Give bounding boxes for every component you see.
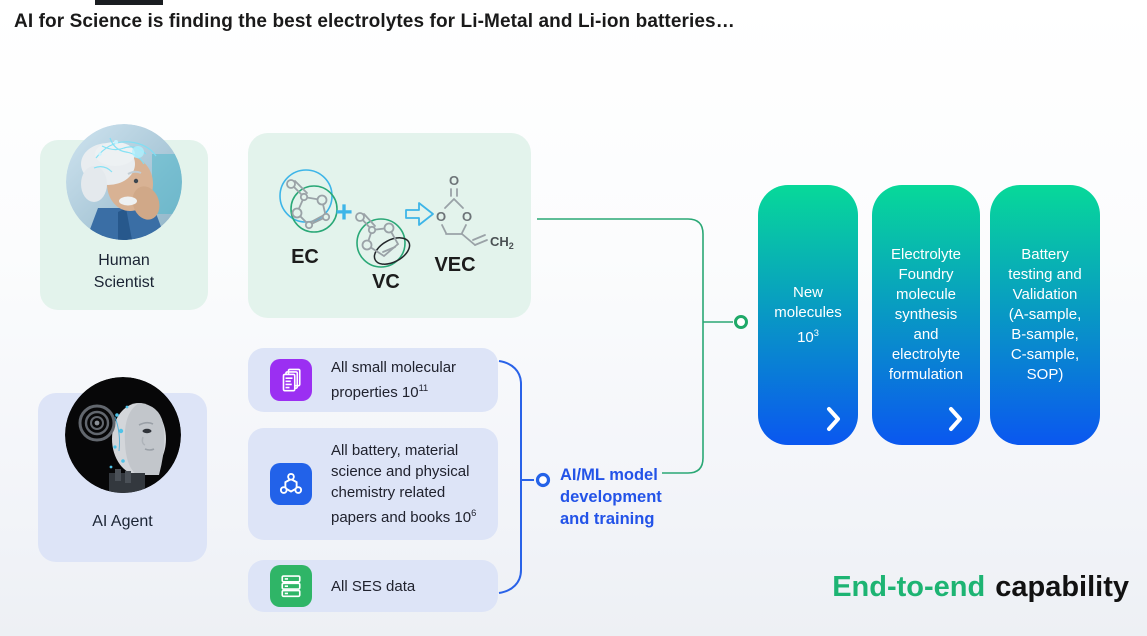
end-to-end-capability-caption: End-to-end capability [832,571,1129,604]
green-connector-path [537,218,704,474]
chevron-right-icon [827,407,840,431]
blue-node-circle [535,472,551,488]
ch2-label: CH2 [490,234,514,251]
ai-agent-illustration [64,377,181,493]
slide-title: AI for Science is finding the best elect… [14,11,735,32]
pipeline-card-electrolyte-foundry: Electrolyte Foundry molecule synthesis a… [872,185,980,445]
pipeline-card-text: Electrolyte Foundry molecule synthesis a… [888,246,964,383]
svg-text:O: O [436,209,446,224]
ai-ml-model-label: AI/ML model development and training [560,466,662,528]
ai-agent-card: AI Agent [38,377,207,562]
reaction-diagram: EC + VC O [279,169,514,293]
data-card-molecular-properties: All small molecular properties 1011 [248,348,498,412]
svg-text:O: O [462,209,472,224]
data-card-text: All small molecular properties 1011 [331,359,457,401]
data-card-ses-data: All SES data [248,560,498,612]
plus-sign: + [335,196,353,229]
reaction-arrow-icon [405,202,434,226]
reaction-card: EC + VC O [248,133,531,318]
capability-text: capability [995,571,1129,603]
data-card-text: All battery, material science and physic… [331,442,477,526]
data-card-papers-books: All battery, material science and physic… [248,428,498,540]
molecule-icon [270,463,312,505]
human-scientist-illustration [66,124,182,240]
pipeline-card-battery-testing: Battery testing and Validation (A-sample… [990,185,1100,445]
green-node-circle [734,315,748,329]
top-crop-mark [95,0,163,5]
data-card-text: All SES data [331,577,416,595]
ai-agent-photo [64,377,181,493]
ec-molecule: EC [279,169,338,268]
vc-molecule: VC [355,212,411,293]
pipeline-card-text: New molecules 103 [774,283,842,346]
vec-molecule: O O O CH2 VEC [434,173,513,276]
pipeline-card-text: Battery testing and Validation (A-sample… [1008,246,1082,383]
human-scientist-label: Human Scientist [93,252,155,291]
human-scientist-photo [66,124,182,240]
documents-icon [270,359,312,401]
vc-label: VC [372,271,400,293]
end-to-end-highlight: End-to-end [832,571,986,603]
server-icon [270,565,312,607]
pipeline-card-new-molecules: New molecules 103 [758,185,858,445]
vec-label: VEC [434,254,475,276]
blue-brace [498,360,522,594]
human-scientist-card: Human Scientist [40,124,208,310]
ai-agent-label: AI Agent [92,513,153,530]
chevron-right-icon [949,407,962,431]
ec-label: EC [291,246,319,268]
svg-text:O: O [449,173,459,188]
